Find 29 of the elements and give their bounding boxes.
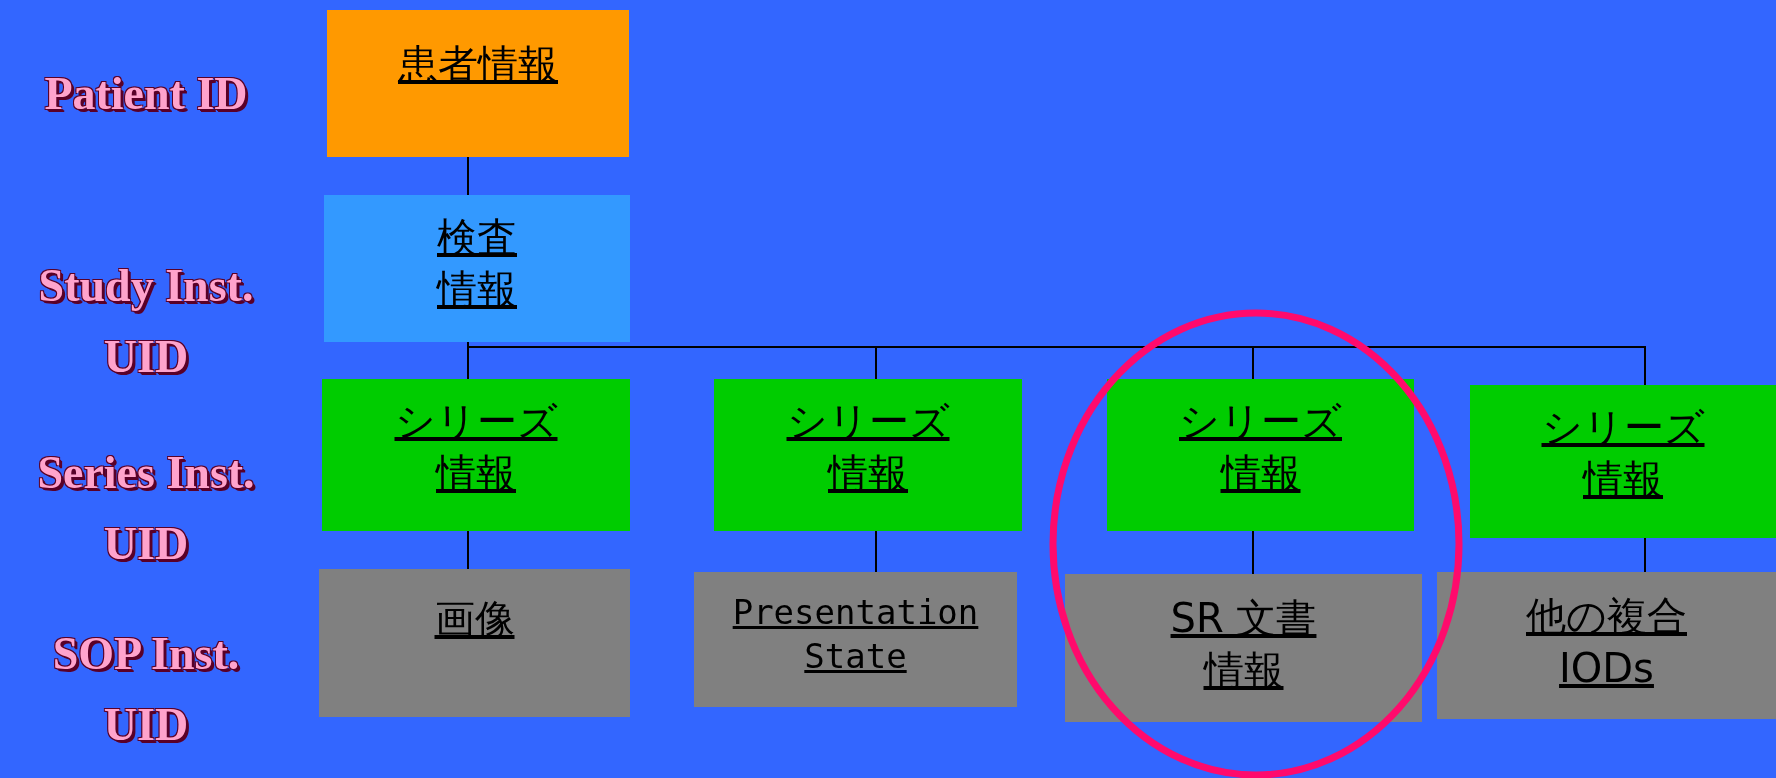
hierarchy-box xyxy=(1065,574,1422,722)
box-label: シリーズ情報 xyxy=(1540,403,1706,504)
hierarchy-box xyxy=(322,379,630,531)
box-label: 画像 xyxy=(434,595,515,644)
level-label: SOP Inst. UID xyxy=(51,627,241,753)
level-label: Patient ID xyxy=(43,67,249,121)
connector-line xyxy=(1644,537,1646,573)
hierarchy-box xyxy=(1470,385,1776,538)
connector-line xyxy=(467,530,469,570)
level-label: Study Inst. UID xyxy=(37,259,255,385)
box-label: SR 文書情報 xyxy=(1169,594,1318,695)
hierarchy-box xyxy=(694,572,1017,707)
box-label: シリーズ情報 xyxy=(393,397,559,498)
hierarchy-box xyxy=(714,379,1022,531)
box-label: 検査情報 xyxy=(435,213,518,314)
hierarchy-box xyxy=(1107,379,1414,531)
box-label: 他の複合 IODs xyxy=(1525,592,1688,693)
connector-line xyxy=(875,530,877,573)
box-label: シリーズ情報 xyxy=(785,397,951,498)
box-label: シリーズ情報 xyxy=(1178,397,1343,498)
box-label: Presentation State xyxy=(731,591,980,679)
hierarchy-box xyxy=(324,195,630,342)
hierarchy-box xyxy=(327,10,629,157)
box-label: 患者情報 xyxy=(398,40,558,89)
hierarchy-box xyxy=(1437,572,1776,719)
connector-line xyxy=(1252,530,1254,575)
connector-line xyxy=(467,156,469,196)
hierarchy-box xyxy=(319,569,630,717)
level-label: Series Inst. UID xyxy=(36,446,256,572)
